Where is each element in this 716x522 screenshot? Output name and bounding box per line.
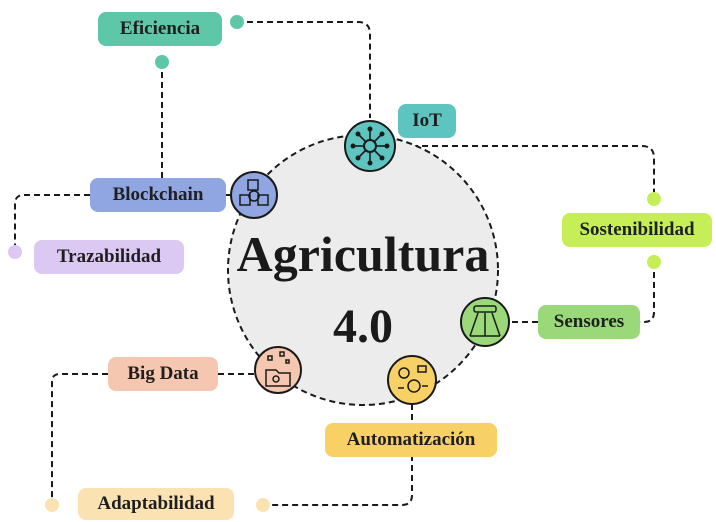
connector-iot-sostenibilidad	[402, 145, 655, 196]
connector-blockchain-trazabilidad	[14, 194, 90, 248]
label-sensores: Sensores	[538, 305, 640, 339]
blockchain-cubes-icon	[230, 171, 278, 219]
label-iot: IoT	[398, 104, 456, 138]
center-title-line1: Agricultura	[236, 226, 490, 282]
connector-automatizacion-adaptabilidad	[266, 455, 413, 506]
dot-adaptabilidad-right	[256, 498, 270, 512]
label-automatizacion: Automatización	[325, 423, 497, 457]
connectors	[14, 21, 655, 506]
label-trazabilidad: Trazabilidad	[34, 240, 184, 274]
center-subtitle: 4.0	[228, 300, 498, 354]
label-sostenibilidad: Sostenibilidad	[562, 213, 712, 247]
label-adaptabilidad: Adaptabilidad	[78, 488, 234, 520]
iot-network-icon	[344, 120, 396, 172]
label-eficiencia: Eficiencia	[98, 12, 222, 46]
label-blockchain: Blockchain	[90, 178, 226, 212]
sensor-tractor-icon	[460, 297, 510, 347]
dot-adaptabilidad-left	[45, 498, 59, 512]
label-big-data: Big Data	[108, 357, 218, 391]
connector-iot-eficiencia	[237, 21, 371, 118]
dot-eficiencia-right	[230, 15, 244, 29]
data-folder-icon	[254, 346, 302, 394]
connector-sostenibilidad-sensores	[640, 262, 655, 323]
center-title: Agricultura	[228, 226, 498, 282]
dot-sostenibilidad-bottom	[647, 255, 661, 269]
workflow-gears-icon	[387, 355, 437, 405]
dot-eficiencia-bottom	[155, 55, 169, 69]
dot-trazabilidad	[8, 245, 22, 259]
dot-sostenibilidad-top	[647, 192, 661, 206]
center-title-line2: 4.0	[333, 300, 393, 353]
connector-bigdata-adaptabilidad	[51, 373, 108, 503]
